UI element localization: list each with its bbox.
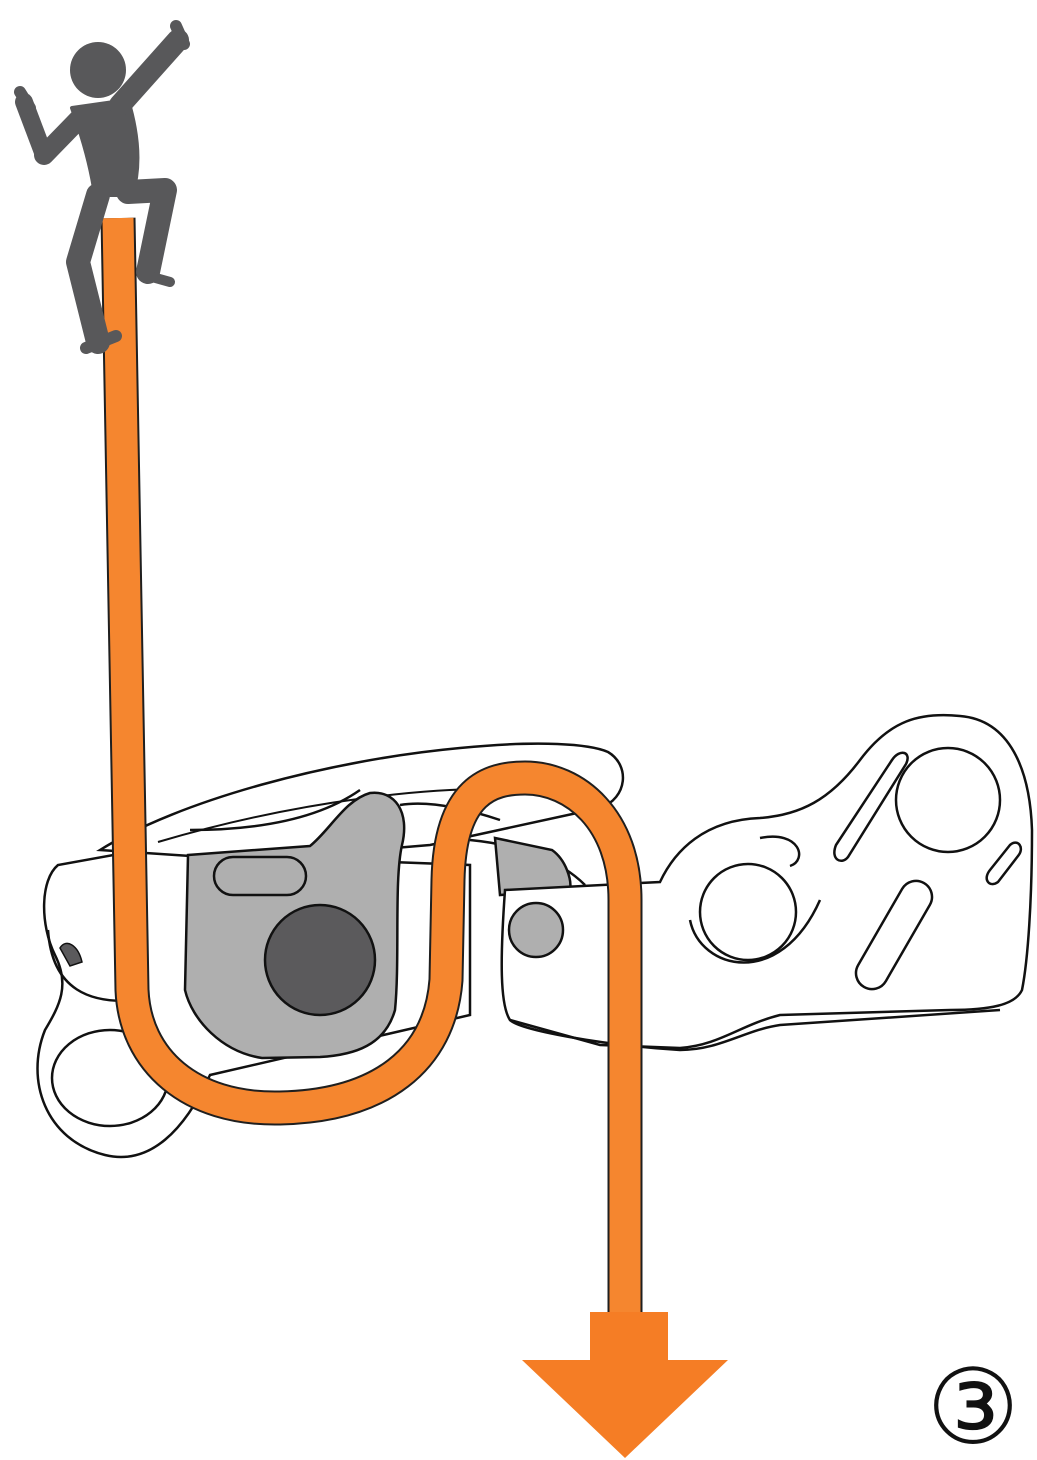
step-number-marker: ③ [926, 1346, 1020, 1460]
rivet-left [59, 942, 83, 967]
cam [183, 791, 406, 1060]
rope [100, 217, 643, 1315]
down-arrow-icon [522, 1312, 728, 1458]
climber-silhouette-icon [14, 20, 190, 354]
